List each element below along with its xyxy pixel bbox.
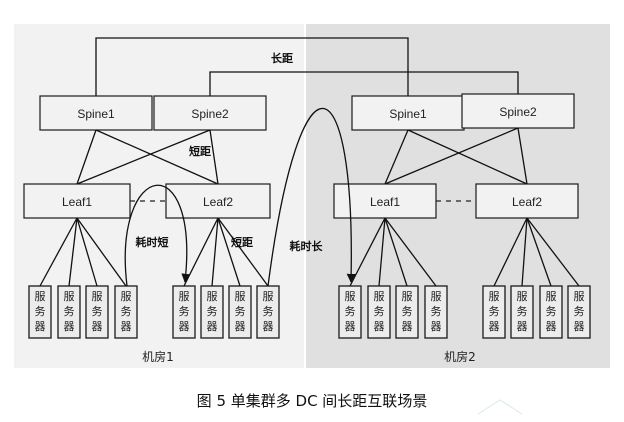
server-label-char: 务 (263, 305, 274, 318)
spine-node: Spine2 (461, 93, 575, 129)
server-label-char: 务 (35, 305, 46, 318)
svg-text:Leaf1: Leaf1 (370, 195, 400, 209)
short-latency-arrow (124, 184, 191, 287)
server-label-char: 服 (546, 290, 557, 303)
server-label-char: 器 (179, 320, 190, 333)
server-label-char: 器 (345, 320, 356, 333)
long-distance-label: 长距 (271, 51, 293, 65)
server-group: 服务器服务器服务器服务器服务器服务器服务器服务器服务器服务器服务器服务器服务器服… (28, 285, 591, 339)
server-label-char: 服 (574, 290, 585, 303)
svg-text:Leaf1: Leaf1 (62, 195, 92, 209)
server-label-char: 服 (402, 290, 413, 303)
leaf-node: Leaf1 (23, 183, 131, 219)
server-label-char: 服 (374, 290, 385, 303)
svg-text:Spine2: Spine2 (191, 107, 229, 121)
leaf-node: Leaf2 (165, 183, 271, 219)
room-2-label: 机房2 (444, 349, 476, 364)
server-label-char: 器 (374, 320, 385, 333)
server-label-char: 器 (517, 320, 528, 333)
server-label-char: 器 (121, 320, 132, 333)
server-label-char: 器 (235, 320, 246, 333)
server: 服务器 (567, 285, 591, 339)
server: 服务器 (200, 285, 224, 339)
server-label-char: 器 (207, 320, 218, 333)
server: 服务器 (367, 285, 391, 339)
svg-text:Leaf2: Leaf2 (512, 195, 542, 209)
server: 服务器 (228, 285, 252, 339)
leaf-node: Leaf2 (475, 183, 579, 219)
server: 服务器 (28, 285, 52, 339)
server-label-char: 务 (235, 305, 246, 318)
fast-label: 耗时短 (136, 235, 169, 249)
server-label-char: 服 (345, 290, 356, 303)
server-label-char: 服 (207, 290, 218, 303)
server-label-char: 器 (263, 320, 274, 333)
server-label-char: 器 (489, 320, 500, 333)
long-latency-arrow (267, 107, 356, 287)
server-label-char: 务 (517, 305, 528, 318)
server-label-char: 务 (374, 305, 385, 318)
server: 服务器 (424, 285, 448, 339)
slow-label: 耗时长 (290, 239, 324, 253)
svg-text:Leaf2: Leaf2 (203, 195, 233, 209)
server-label-char: 务 (92, 305, 103, 318)
server: 服务器 (114, 285, 138, 339)
server: 服务器 (482, 285, 506, 339)
long-link-2 (209, 71, 519, 96)
server-label-char: 务 (64, 305, 75, 318)
server-label-char: 务 (574, 305, 585, 318)
long-link (95, 37, 409, 96)
figure-caption: 图 5 单集群多 DC 间长距互联场景 (196, 392, 428, 410)
server-label-char: 器 (402, 320, 413, 333)
server-label-char: 务 (546, 305, 557, 318)
faint-mark (477, 399, 523, 415)
server-label-char: 务 (345, 305, 356, 318)
spine-node: Spine1 (39, 95, 153, 131)
server: 服务器 (510, 285, 534, 339)
server: 服务器 (338, 285, 362, 339)
server: 服务器 (172, 285, 196, 339)
server-label-char: 服 (517, 290, 528, 303)
server-label-char: 器 (574, 320, 585, 333)
svg-text:Spine1: Spine1 (389, 107, 427, 121)
spine-node: Spine1 (351, 95, 465, 131)
server-label-char: 器 (64, 320, 75, 333)
server-label-char: 服 (92, 290, 103, 303)
server-label-char: 务 (402, 305, 413, 318)
svg-text:Spine1: Spine1 (77, 107, 115, 121)
server-label-char: 服 (263, 290, 274, 303)
server-label-char: 服 (64, 290, 75, 303)
server-label-char: 器 (35, 320, 46, 333)
room-1-label: 机房1 (142, 349, 174, 364)
server-label-char: 器 (92, 320, 103, 333)
server-label-char: 服 (431, 290, 442, 303)
server-label-char: 器 (431, 320, 442, 333)
server: 服务器 (57, 285, 81, 339)
server: 服务器 (256, 285, 280, 339)
server-label-char: 服 (179, 290, 190, 303)
server-label-char: 服 (121, 290, 132, 303)
server-label-char: 务 (489, 305, 500, 318)
server-label-char: 服 (489, 290, 500, 303)
server-label-char: 器 (546, 320, 557, 333)
server: 服务器 (539, 285, 563, 339)
server-label-char: 务 (179, 305, 190, 318)
spine-leaf-links-room1 (76, 129, 219, 185)
server-label-char: 服 (35, 290, 46, 303)
short-distance-label: 短距 (189, 144, 211, 158)
spine-leaf-links-room2 (384, 127, 528, 185)
server-label-char: 务 (207, 305, 218, 318)
server-label-char: 务 (431, 305, 442, 318)
svg-text:Spine2: Spine2 (499, 105, 537, 119)
server: 服务器 (85, 285, 109, 339)
server: 服务器 (395, 285, 419, 339)
server-label-char: 服 (235, 290, 246, 303)
server-label-char: 务 (121, 305, 132, 318)
spine-node: Spine2 (153, 95, 267, 131)
short-distance-label-2: 短距 (231, 235, 253, 249)
